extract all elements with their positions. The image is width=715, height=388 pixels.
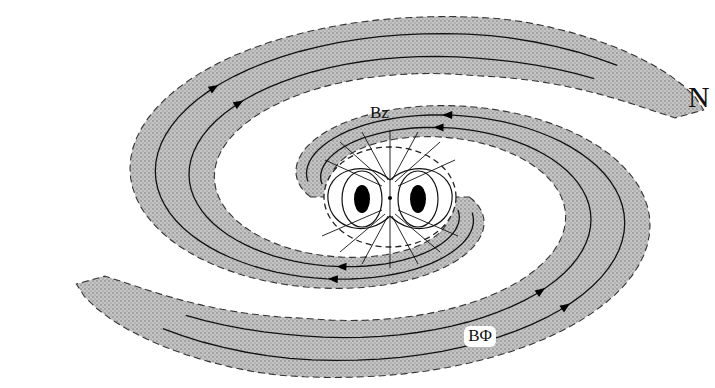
field-label: Bz bbox=[370, 104, 389, 123]
field-arrowhead bbox=[336, 263, 346, 271]
field-arrowhead bbox=[233, 101, 244, 110]
vertical-field-lines bbox=[325, 130, 455, 196]
field-arrowhead bbox=[535, 288, 546, 297]
spiral-arm bbox=[130, 17, 704, 289]
nucleus bbox=[322, 130, 458, 268]
spiral-arms bbox=[76, 17, 703, 378]
field-line bbox=[155, 34, 617, 280]
cut-off-letter: N bbox=[688, 80, 710, 113]
vertical-field-lines bbox=[322, 200, 458, 268]
field-arrowhead bbox=[328, 275, 338, 283]
field-arrowhead bbox=[560, 304, 571, 313]
field-arrowhead bbox=[208, 85, 219, 94]
field-arrowhead bbox=[434, 123, 444, 131]
field-arrowhead bbox=[442, 111, 452, 119]
center-dot bbox=[388, 196, 392, 200]
current-blob bbox=[410, 185, 426, 213]
current-blob bbox=[354, 185, 370, 213]
field-line bbox=[189, 56, 594, 266]
field-label: BΦ bbox=[464, 326, 496, 347]
